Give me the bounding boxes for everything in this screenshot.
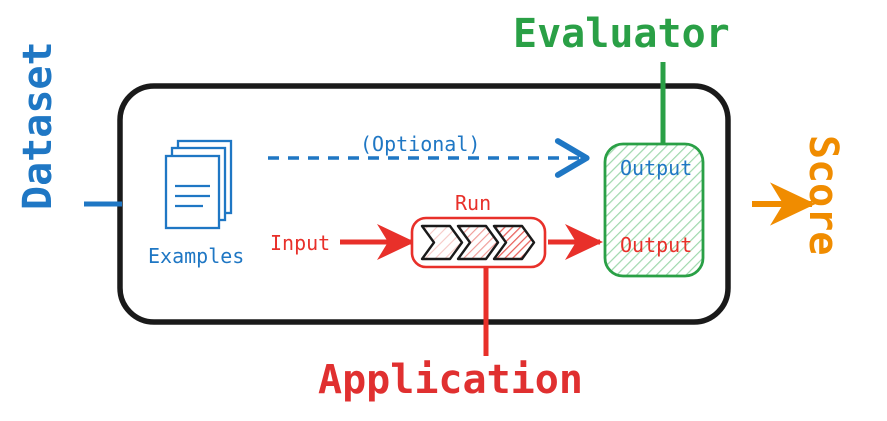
chevron-3-icon — [492, 224, 536, 261]
examples-label: Examples — [148, 244, 245, 268]
optional-label: (Optional) — [360, 132, 481, 156]
chevron-2-icon — [456, 224, 500, 261]
input-label: Input — [270, 231, 331, 255]
output-top-label: Output — [620, 156, 693, 180]
chevron-1-icon — [420, 224, 464, 261]
evaluator-label: Evaluator — [513, 11, 730, 57]
application-label: Application — [318, 357, 583, 403]
dataset-label: Dataset — [15, 41, 61, 210]
evaluator-output-box — [603, 142, 705, 278]
run-label: Run — [455, 191, 492, 215]
stacked-documents-icon — [164, 139, 233, 230]
output-bottom-label: Output — [620, 233, 693, 257]
run-box — [410, 216, 547, 269]
score-label: Score — [800, 135, 846, 256]
